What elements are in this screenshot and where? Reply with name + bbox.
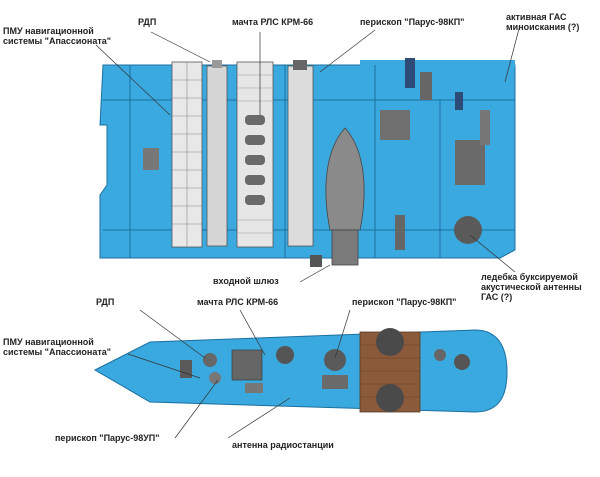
label-rdp-bottom: РДП — [96, 297, 115, 307]
plan-view-equipment — [180, 328, 470, 412]
label-pmu-top: ПМУ навигационной системы "Апассионата" — [3, 26, 112, 46]
label-entry-lock: входной шлюз — [213, 276, 279, 286]
label-rdp-top: РДП — [138, 17, 157, 27]
label-rls-mast-top: мачта РЛС КРМ-66 — [232, 17, 314, 27]
rls-mast-column — [236, 61, 274, 248]
label-rls-mast-bottom: мачта РЛС КРМ-66 — [197, 297, 279, 307]
periscope-column — [287, 60, 314, 247]
label-towed-antenna: ледебка буксируемой акустической антенны… — [481, 272, 582, 302]
label-pmu-bottom: ПМУ навигационной системы "Апассионата" — [3, 337, 112, 357]
label-periscope-up: перископ "Парус-98УП" — [55, 433, 160, 443]
side-view-equipment — [143, 58, 490, 267]
entry-lock — [325, 127, 365, 266]
leader-lines — [95, 24, 521, 439]
rdp-mast-column — [171, 61, 203, 248]
label-active-gas: активная ГАС миноискания (?) — [506, 12, 580, 32]
label-periscope-kp-top: перископ "Парус-98КП" — [360, 17, 465, 27]
plan-view-hull — [93, 329, 508, 413]
rdp-pipe — [206, 60, 228, 247]
label-periscope-kp-bottom: перископ "Парус-98КП" — [352, 297, 457, 307]
label-radio-antenna: антенна радиостанции — [232, 440, 334, 450]
